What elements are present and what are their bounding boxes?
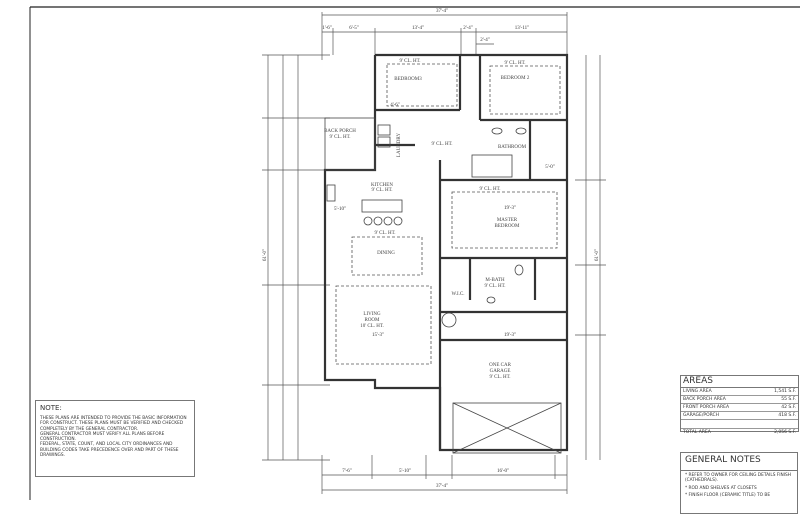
dim-bottom-1: 7'-6" [342,469,352,474]
fixtures [326,124,527,304]
dim-bed3-width: 4'-6" [390,103,400,108]
area-value: 55 S.F. [781,397,796,402]
areas-table: AREAS LIVING AREA 1,541 S.F. BACK PORCH A… [680,375,799,435]
dim-living-width: 15'-3" [372,333,384,338]
area-total-value: 2,056 S.F. [774,430,796,435]
room-label-living-room: ROOM [364,318,380,323]
bedroom2-ceiling: 9' CL. HT. [504,61,525,66]
area-value: 42 S.F. [781,405,796,410]
dim-right-total: 61'-0" [595,249,600,261]
dim-bottom-2: 5'-10" [399,469,411,474]
room-label-bedroom2: BEDROOM 2 [501,76,530,81]
side-dimensions [262,54,606,461]
areas-row: GARAGE/PORCH 418 S.F. [681,412,798,420]
dim-kitchen-width: 5'-10" [334,207,346,212]
areas-total-row: TOTAL AREA 2,056 S.F. [681,429,798,436]
dining-ceiling: 9' CL. HT. [374,231,395,236]
dim-top-1: 1'-6" [322,26,332,31]
room-label-bedroom3: BEDROOM3 [394,77,422,82]
areas-title: AREAS [681,376,798,388]
living-ceiling: 10' CL. HT. [360,324,384,329]
area-label: LIVING AREA [683,389,712,394]
room-label-master: MASTER [497,218,518,223]
note-title: NOTE: [40,404,62,412]
general-note-item: * REFER TO OWNER FOR CEILING DETAILS FIN… [685,473,791,484]
dim-bottom-total: 37'-4" [436,484,448,489]
note-line: General contractor must verify all plans… [40,431,165,443]
back-porch-ceiling: 9' CL. HT. [329,135,350,140]
room-label-wic: W.I.C. [451,292,464,297]
areas-row: LIVING AREA 1,541 S.F. [681,388,798,396]
note-line: Federal, state, count, and local city or… [40,442,179,459]
dim-top-total: 37'-4" [436,9,448,14]
dim-bottom-3: 16'-0" [497,469,509,474]
room-label-garage-1: ONE CAR [489,363,511,368]
area-total-label: TOTAL AREA [683,430,711,435]
area-label: BACK PORCH AREA [683,397,726,402]
mbath-ceiling: 9' CL. HT. [484,284,505,289]
dim-top-3: 13'-4" [412,26,424,31]
general-note-item: * ROD AND SHELVES AT CLOSETS [685,485,757,491]
room-label-back-porch: BACK PORCH [324,129,356,134]
ceiling-outlines [335,63,562,454]
interior-walls [375,55,567,450]
dim-top-5: 13'-11" [515,26,529,31]
area-label: GARAGE/PORCH [683,413,720,418]
room-label-mbath: M-BATH [485,278,505,283]
hall-ceiling: 9' CL. HT. [431,142,452,147]
bottom-dimensions [321,455,568,494]
general-notes-box: GENERAL NOTES * REFER TO OWNER FOR CEILI… [680,452,798,514]
top-dimensions [321,12,568,60]
areas-row: FRONT PORCH AREA 42 S.F. [681,404,798,412]
room-label-living: LIVING [363,312,381,317]
dim-left-total: 61'-0" [263,249,268,261]
room-label-bathroom: BATHROOM [498,145,527,150]
garage-ceiling: 9' CL. HT. [489,375,510,380]
room-label-laundry: LAUNDRY [397,133,402,158]
room-label-dining: DINING [377,251,395,256]
kitchen-ceiling: 9' CL. HT. [371,188,392,193]
dim-master-width: 19'-3" [504,206,516,211]
area-value: 418 S.F. [778,413,796,418]
dim-garage-width: 19'-3" [504,333,516,338]
dim-bath-width: 5'-0" [545,165,555,170]
note-box: NOTE: These plans are intended to provid… [35,400,195,477]
room-label-kitchen: KITCHEN [371,183,393,188]
dim-top-4: 2'-4" [463,26,473,31]
bedroom3-ceiling: 9' CL. HT. [399,59,420,64]
areas-row-blank [681,420,798,429]
note-line: These plans are intended to provide the … [40,416,187,432]
floor-plan-drawing: 37'-4" 1'-6" 6'-5" 13'-4" 2'-4" 13'-11" … [29,6,800,500]
dim-top-6: 2'-4" [480,38,490,43]
general-note-item: * FINISH FLOOR (CERAMIC TITLE) TO BE [685,492,771,498]
room-label-garage-2: GARAGE [490,369,511,374]
area-label: FRONT PORCH AREA [683,405,730,410]
general-notes-title: GENERAL NOTES [681,453,797,471]
room-label-master-bedroom: BEDROOM [494,224,520,229]
dim-top-2: 6'-5" [349,26,359,31]
area-value: 1,541 S.F. [774,389,796,394]
master-ceiling: 9' CL. HT. [479,187,500,192]
areas-row: BACK PORCH AREA 55 S.F. [681,396,798,404]
